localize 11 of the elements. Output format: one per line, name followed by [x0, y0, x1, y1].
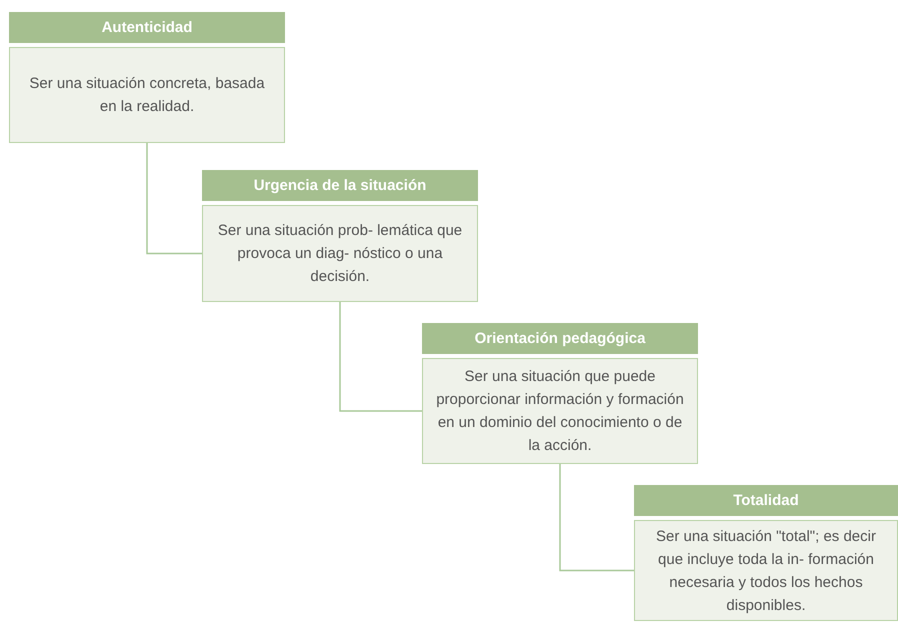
- connector-line: [339, 302, 422, 412]
- text-box: Ser una situación concreta, basada en la realidad.: [9, 47, 285, 143]
- text-box: Ser una situación que puede proporcionar información y formación en un dominio del conocimiento o de la acción.: [422, 358, 698, 464]
- heading-bar: Autenticidad: [9, 12, 285, 43]
- connector-line: [559, 464, 634, 572]
- text-box: Ser una situación "total"; es decir que incluye toda la in- formación necesaria y todos los hechos disponibles.: [634, 520, 898, 621]
- heading-bar: Orientación pedagógica: [422, 323, 698, 354]
- heading-bar: Urgencia de la situación: [202, 170, 478, 201]
- heading-bar: Totalidad: [634, 485, 898, 516]
- text-box: Ser una situación prob- lemática que provoca un diag- nóstico o una decisión.: [202, 205, 478, 302]
- connector-line: [146, 143, 202, 254]
